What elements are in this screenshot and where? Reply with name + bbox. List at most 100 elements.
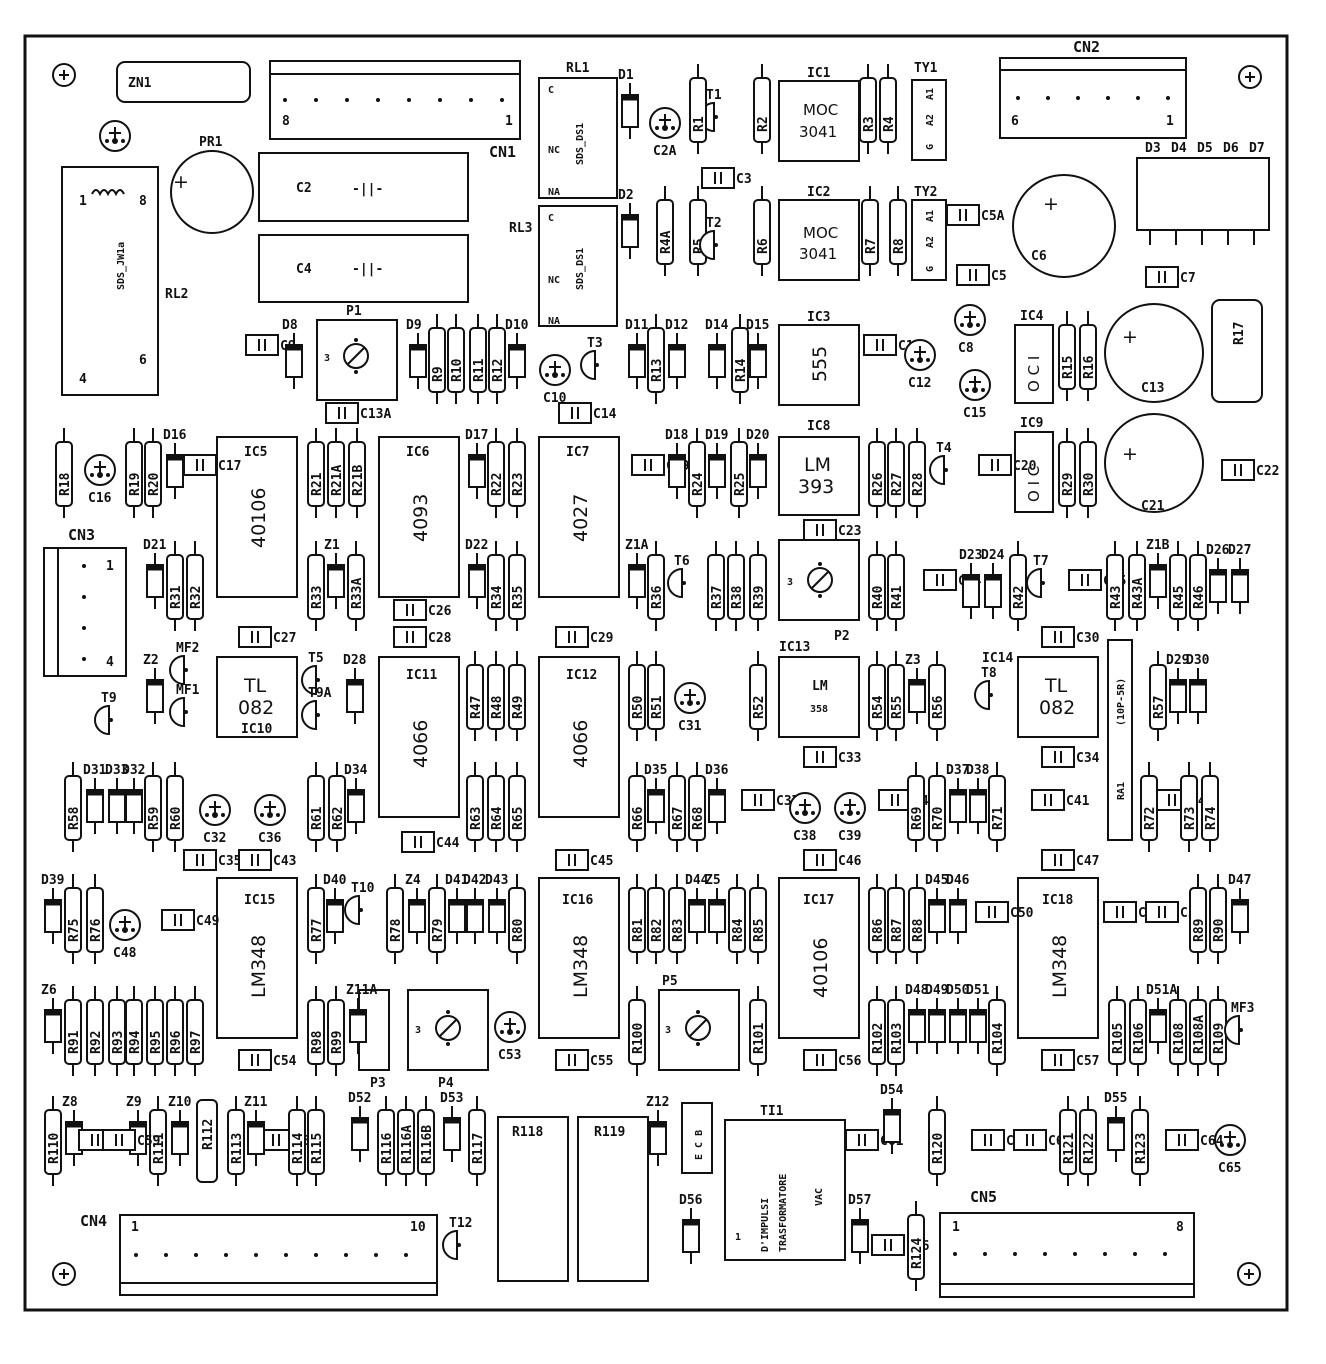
t2-transistor-icon	[699, 230, 719, 260]
c24-capacitor	[923, 569, 957, 591]
d10-label: D10	[505, 318, 529, 333]
rl3-body: SDS_DS1	[575, 248, 586, 290]
mounting-hole-icon	[1237, 1262, 1261, 1286]
svg-text:+: +	[1122, 326, 1138, 348]
d53-label: D53	[440, 1091, 463, 1106]
r62-resistor: R62	[328, 762, 346, 852]
c13-capacitor	[1104, 303, 1204, 403]
r89-resistor: R89	[1189, 874, 1207, 964]
c7-label: C7	[1180, 271, 1196, 286]
z9-label: Z9	[126, 1095, 142, 1110]
r70-resistor: R70	[928, 762, 946, 852]
r4-resistor: R4	[879, 64, 897, 154]
c44-label: C44	[436, 836, 460, 851]
svg-text:R60: R60	[169, 806, 184, 830]
ty1-pin-g: G	[925, 144, 936, 150]
r9-resistor: R9	[428, 314, 446, 404]
svg-text:R31: R31	[169, 585, 184, 609]
c9-capacitor	[245, 334, 279, 356]
svg-text:R45: R45	[1172, 586, 1187, 609]
cn5-pin-first: 1	[952, 1220, 960, 1235]
d1-diode	[621, 83, 639, 139]
t7-transistor-icon	[1026, 568, 1046, 598]
r83-resistor: R83	[668, 874, 686, 964]
ic6-value: 4093	[410, 494, 432, 542]
d14-label: D14	[705, 318, 729, 333]
svg-text:R77: R77	[310, 919, 325, 942]
r97-resistor: R97	[186, 986, 204, 1076]
rl3-label: RL3	[509, 221, 532, 236]
mounting-hole-icon	[1238, 65, 1262, 89]
c27-label: C27	[273, 631, 296, 646]
cn4-connector: 1 10 CN4	[80, 1212, 438, 1296]
z10-label: Z10	[168, 1095, 192, 1110]
d51-diode	[969, 998, 987, 1054]
r110-resistor: R110	[44, 1096, 62, 1186]
r94-resistor: R94	[125, 986, 143, 1076]
d38-diode	[969, 778, 987, 834]
r7-resistor: R7	[861, 186, 879, 276]
d30-diode	[1189, 668, 1207, 724]
d38-label: D38	[966, 763, 990, 778]
ty1-pin-a1: A1	[925, 88, 936, 100]
ic4-ref: IC4	[1020, 309, 1044, 324]
svg-text:R115: R115	[310, 1133, 325, 1164]
svg-text:R3: R3	[862, 116, 877, 132]
z11a-diode	[349, 998, 367, 1054]
svg-text:R6: R6	[756, 238, 771, 254]
r77-resistor: R77	[307, 874, 325, 964]
mounting-hole-icon	[52, 1262, 76, 1286]
ti1-line1: D'IMPULSI	[760, 1198, 771, 1252]
r12-resistor: R12	[488, 314, 506, 404]
svg-text:R51: R51	[650, 695, 665, 719]
d54-diode	[883, 1098, 901, 1154]
svg-text:R106: R106	[1132, 1023, 1147, 1054]
svg-text:R41: R41	[890, 585, 905, 609]
p2-label: P2	[834, 629, 850, 644]
c4-label: C4	[296, 262, 312, 277]
d55-diode	[1107, 1106, 1125, 1162]
d21-diode	[146, 553, 164, 609]
ic10-line2: 082	[238, 697, 274, 719]
ic7-chip: IC7 4027	[538, 436, 620, 598]
c21-label: C21	[1141, 499, 1165, 514]
r112-resistor: R112	[196, 1099, 218, 1183]
r6-resistor: R6	[753, 186, 771, 276]
d6-label: D6	[1223, 141, 1239, 156]
p2-trimmer: P2 3	[778, 539, 860, 644]
r1-resistor: R1	[689, 64, 707, 154]
ic17-chip: IC17 40106	[778, 877, 860, 1039]
pr1-varistor	[170, 150, 254, 234]
svg-text:R33A: R33A	[350, 578, 365, 609]
ti1-transformer: TI1 D'IMPULSI TRASFORMATORE VAC 1	[724, 1104, 846, 1261]
r72-resistor: R72	[1140, 762, 1158, 852]
r118-resistor	[497, 1116, 569, 1282]
r80-resistor: R80	[508, 874, 526, 964]
d37-diode	[949, 778, 967, 834]
c5a-label: C5A	[981, 209, 1005, 224]
ic12-value: 4066	[570, 720, 592, 768]
ic18-value: LM348	[1049, 935, 1071, 998]
r74-resistor: R74	[1201, 762, 1219, 852]
svg-text:R103: R103	[890, 1023, 905, 1054]
c2-capacitor	[258, 152, 469, 222]
ty2-pin-a1: A1	[925, 210, 936, 222]
d23-diode	[962, 563, 980, 619]
c55-label: C55	[590, 1054, 613, 1069]
c43-capacitor	[238, 849, 272, 871]
c49-label: C49	[196, 914, 219, 929]
d5-label: D5	[1197, 141, 1213, 156]
t12-transistor-icon	[442, 1230, 462, 1260]
cn1-pin-first: 8	[282, 114, 290, 129]
r51-resistor: R51	[647, 651, 665, 741]
r34-resistor: R34	[487, 541, 505, 631]
svg-text:R59: R59	[147, 807, 162, 830]
r21-resistor: R21	[307, 428, 325, 518]
r56-resistor: R56	[928, 651, 946, 741]
c61-capacitor	[845, 1129, 879, 1151]
d8-diode	[285, 333, 303, 389]
svg-text:R54: R54	[871, 695, 886, 719]
ic3-chip: IC3 555	[778, 310, 860, 406]
d1-label: D1	[618, 68, 634, 83]
ic12-chip: IC12 4066	[538, 656, 620, 818]
